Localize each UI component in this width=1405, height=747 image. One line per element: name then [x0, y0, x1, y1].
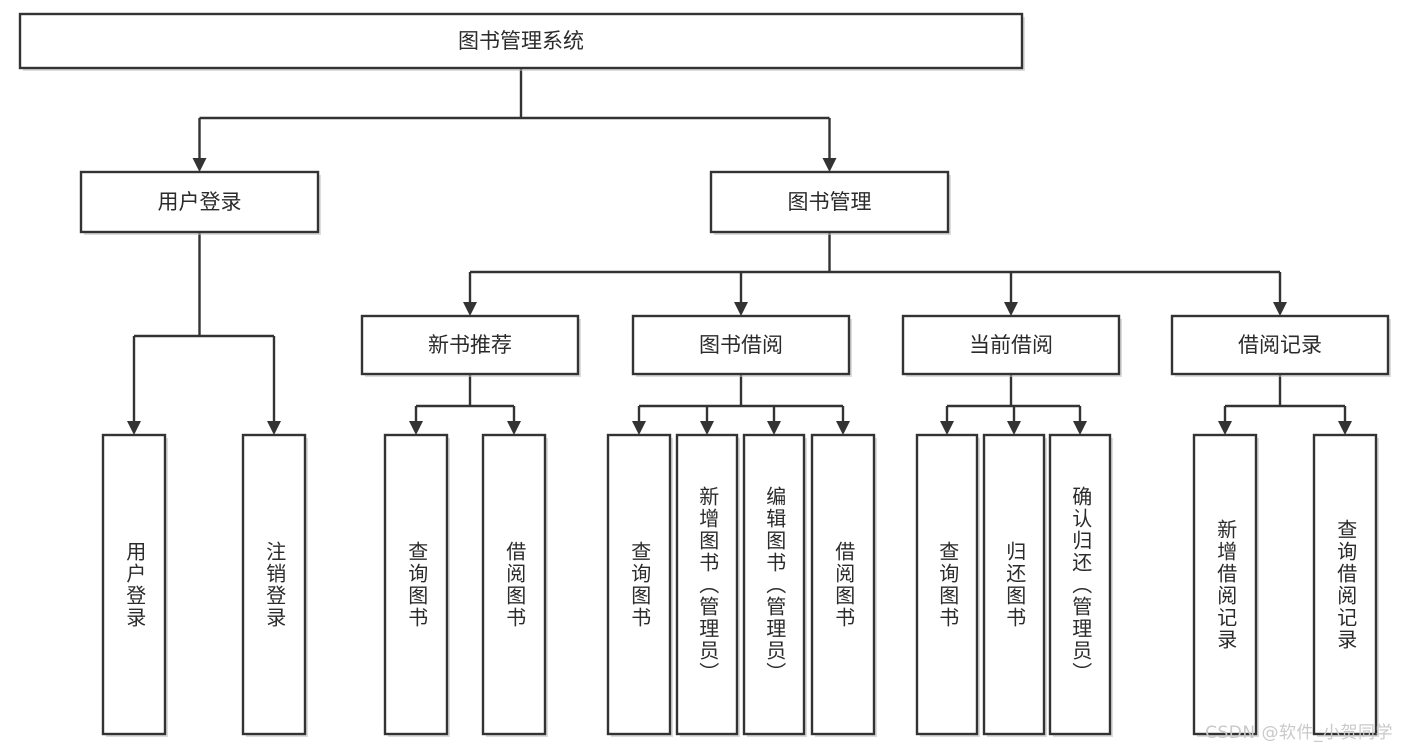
- node-book-borrow[interactable]: [631, 314, 851, 376]
- node-leaf-return-book[interactable]: [982, 433, 1046, 736]
- node-leaf-borrow-book-1[interactable]: [481, 433, 547, 736]
- connector-layer: [127, 68, 1352, 435]
- conn-book-borrow-arrow-1: [700, 421, 714, 435]
- conn-borrow-record-arrow-1: [1338, 421, 1352, 435]
- conn-book-borrow-arrow-0: [632, 421, 646, 435]
- conn-new-book-recommend-arrow-1: [507, 421, 521, 435]
- node-leaf-add-record[interactable]: [1192, 433, 1258, 736]
- conn-borrow-record-arrow-0: [1218, 421, 1232, 435]
- label-book-borrow: 图书借阅: [699, 333, 783, 357]
- node-new-book-recommend[interactable]: [360, 314, 580, 376]
- conn-book-borrow-arrow-3: [836, 421, 850, 435]
- node-leaf-add-book[interactable]: [675, 433, 739, 736]
- label-current-borrow: 当前借阅: [969, 333, 1053, 357]
- conn-current-borrow-arrow-2: [1073, 421, 1087, 435]
- node-borrow-record[interactable]: [1170, 314, 1390, 376]
- node-root[interactable]: [18, 12, 1024, 70]
- conn-user-login-arrow-0: [127, 421, 141, 435]
- node-leaf-user-login[interactable]: [101, 433, 167, 736]
- conn-user-login-arrow-1: [267, 421, 281, 435]
- label-new-book-recommend: 新书推荐: [428, 333, 512, 357]
- node-user-login[interactable]: [79, 170, 320, 234]
- conn-current-borrow-arrow-0: [940, 421, 954, 435]
- conn-book-manage-arrow-1: [734, 302, 748, 316]
- node-leaf-query-book-3[interactable]: [915, 433, 979, 736]
- conn-book-borrow-arrow-2: [767, 421, 781, 435]
- conn-book-manage-arrow-2: [1004, 302, 1018, 316]
- node-book-manage[interactable]: [709, 170, 950, 234]
- label-user-login: 用户登录: [158, 190, 242, 214]
- conn-current-borrow-arrow-1: [1007, 421, 1021, 435]
- conn-root-arrow-0: [192, 158, 207, 172]
- conn-book-manage-arrow-3: [1273, 302, 1287, 316]
- node-leaf-user-logout[interactable]: [241, 433, 307, 736]
- node-current-borrow[interactable]: [901, 314, 1121, 376]
- csdn-watermark: CSDN @软件_小贺同学: [1205, 723, 1393, 743]
- node-box-layer: [18, 12, 1391, 737]
- node-leaf-confirm-return[interactable]: [1048, 433, 1112, 736]
- conn-new-book-recommend-arrow-0: [409, 421, 423, 435]
- node-leaf-borrow-book-2[interactable]: [810, 433, 876, 736]
- conn-root-arrow-1: [822, 158, 837, 172]
- node-leaf-query-book-1[interactable]: [383, 433, 449, 736]
- label-book-manage: 图书管理: [788, 190, 872, 214]
- node-leaf-edit-book[interactable]: [742, 433, 806, 736]
- node-leaf-query-book-2[interactable]: [606, 433, 672, 736]
- label-borrow-record: 借阅记录: [1238, 333, 1322, 357]
- label-root: 图书管理系统: [458, 29, 584, 53]
- node-leaf-query-record[interactable]: [1312, 433, 1378, 736]
- conn-book-manage-arrow-0: [463, 302, 477, 316]
